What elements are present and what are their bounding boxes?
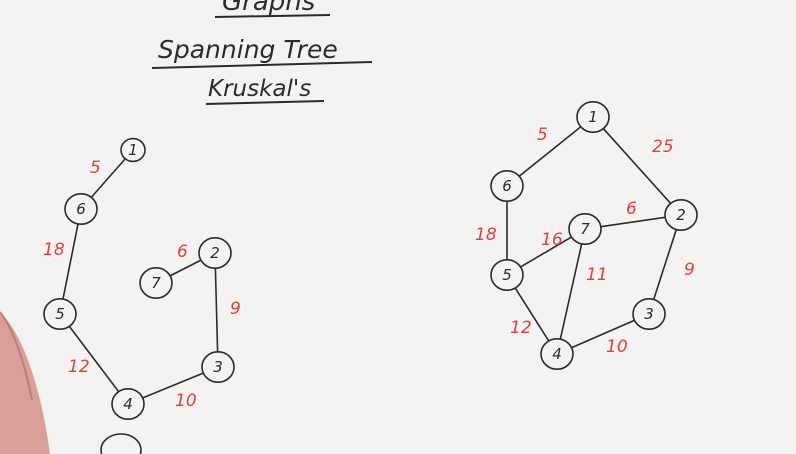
subtitle-underline <box>151 61 373 69</box>
tree-node-3 <box>201 350 235 383</box>
algorithm-title: Kruskal's <box>208 76 311 102</box>
orig-node-label-3: 3 <box>644 305 654 323</box>
tree-node-4 <box>111 387 145 420</box>
presenter-hand <box>0 312 50 454</box>
orig-edge-weight-2-3: 9 <box>684 260 695 280</box>
tree-edge-weight-5-4: 12 <box>68 357 90 377</box>
tree-node-label-5: 5 <box>55 305 65 323</box>
orig-edge-weight-4-3: 10 <box>606 337 628 357</box>
heading-underline <box>214 14 331 18</box>
tree-edge-weight-7-2: 6 <box>177 242 188 262</box>
orig-edge-weight-7-4: 11 <box>586 265 608 285</box>
orig-node-1 <box>576 101 610 134</box>
orig-node-label-7: 7 <box>580 220 590 238</box>
tree-edge-weight-3-4: 10 <box>175 391 197 411</box>
orig-edge-weight-1-2: 25 <box>652 137 674 157</box>
orig-edge-4-3 <box>570 319 636 349</box>
orig-node-label-2: 2 <box>676 206 686 224</box>
orig-edge-weight-7-2: 6 <box>626 199 637 219</box>
orig-edge-7-2 <box>600 216 666 228</box>
orig-node-6 <box>490 170 524 203</box>
orig-edge-1-2 <box>602 128 672 204</box>
tree-edge-weight-2-3: 9 <box>230 299 241 319</box>
tree-node-label-1: 1 <box>128 141 138 159</box>
tree-edge-weight-6-5: 18 <box>43 240 65 260</box>
tree-node-label-2: 2 <box>210 244 220 262</box>
orig-node-3 <box>632 297 666 330</box>
orig-edge-2-3 <box>653 229 677 300</box>
tree-node-label-4: 4 <box>123 395 133 413</box>
orig-edge-5-7 <box>519 236 573 268</box>
orig-node-2 <box>664 199 698 232</box>
tree-node-2 <box>198 237 232 270</box>
tree-node-5 <box>43 297 77 330</box>
tree-node-label-7: 7 <box>151 274 161 292</box>
orig-edge-1-6 <box>518 126 582 177</box>
orig-edge-weight-5-4: 12 <box>510 318 532 338</box>
orig-node-4 <box>540 337 574 370</box>
algorithm-underline <box>205 100 325 105</box>
tree-node-label-6: 6 <box>76 200 86 218</box>
orig-node-5 <box>490 258 524 291</box>
orig-edge-weight-6-5: 18 <box>475 225 497 245</box>
node-partial <box>100 433 142 454</box>
tree-node-1 <box>120 137 146 163</box>
subtitle: Spanning Tree <box>158 35 338 64</box>
tree-edge-weight-1-6: 5 <box>90 158 101 178</box>
orig-edge-5-4 <box>514 287 550 342</box>
tree-node-6 <box>64 193 98 226</box>
orig-node-label-4: 4 <box>552 345 562 363</box>
tree-node-7 <box>139 266 173 299</box>
orig-node-label-6: 6 <box>502 177 512 195</box>
orig-edge-7-4 <box>559 243 583 340</box>
heading-partial: Graphs <box>222 0 315 17</box>
tree-edge-3-4 <box>141 372 205 399</box>
orig-node-label-5: 5 <box>502 266 512 284</box>
orig-node-7 <box>568 213 602 246</box>
tree-edge-5-4 <box>68 325 120 393</box>
orig-edge-weight-5-7: 16 <box>541 230 563 250</box>
orig-node-label-1: 1 <box>588 108 598 126</box>
tree-edge-6-5 <box>62 223 79 300</box>
tree-node-label-3: 3 <box>213 358 223 376</box>
tree-edge-7-2 <box>169 259 202 277</box>
tree-edge-1-6 <box>90 158 126 198</box>
orig-edge-weight-1-6: 5 <box>537 125 548 145</box>
tree-edge-2-3 <box>214 268 219 352</box>
